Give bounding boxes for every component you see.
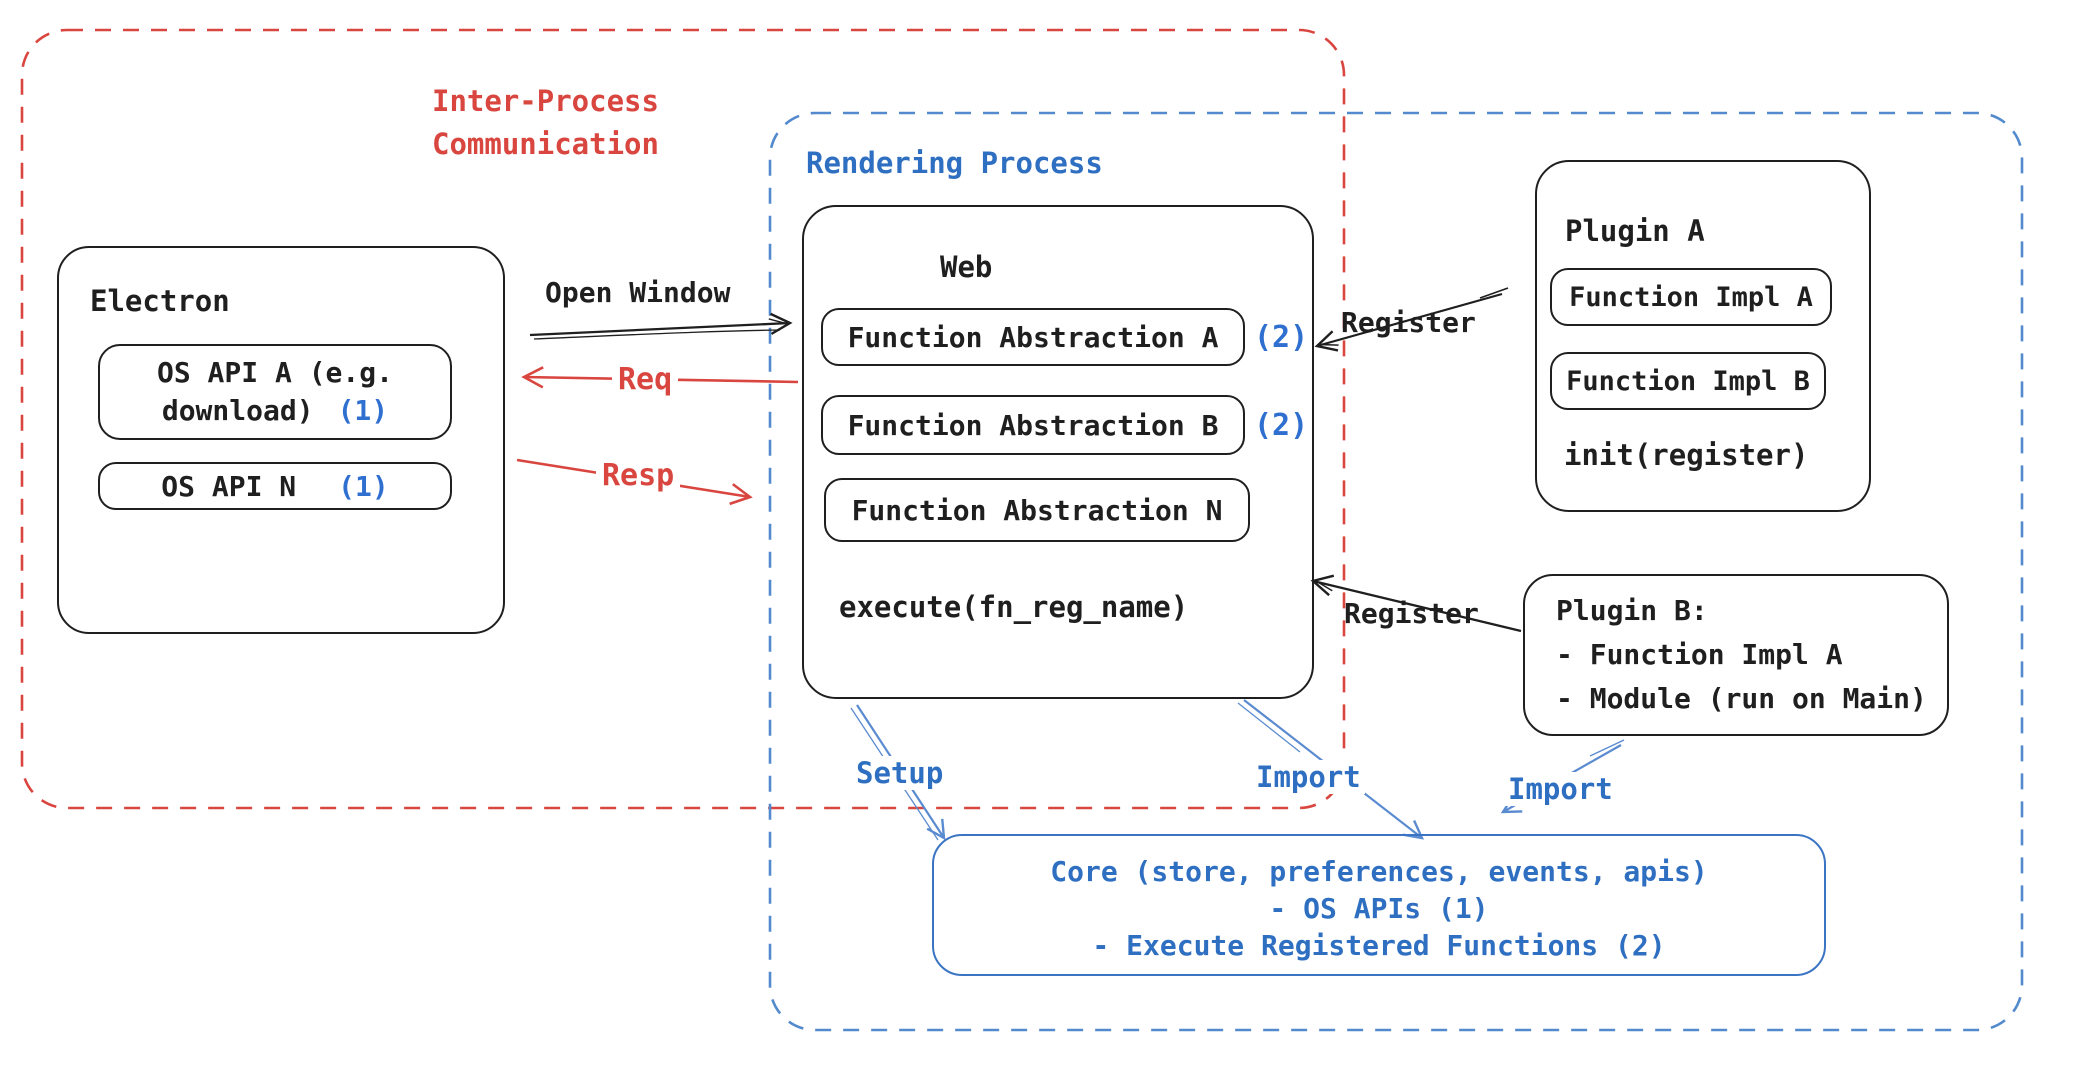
os-api-a-box: OS API A (e.g. download) (1) <box>98 344 452 440</box>
import-right-arrow-label: Import <box>1504 772 1617 806</box>
register-top-arrow <box>1314 292 1503 352</box>
core-box: Core (store, preferences, events, apis) … <box>932 834 1826 976</box>
function-abstraction-b-box: Function Abstraction B <box>821 395 1245 455</box>
open-window-arrow <box>529 312 793 337</box>
function-abstraction-b-badge: (2) <box>1254 408 1309 443</box>
import-mid-arrow-sketch-stroke <box>1237 702 1301 753</box>
web-title: Web <box>940 250 993 284</box>
function-impl-a-box: Function Impl A <box>1550 268 1832 326</box>
core-line2: - OS APIs (1) <box>1269 892 1489 925</box>
function-abstraction-a-badge: (2) <box>1254 320 1309 355</box>
plugin-b-item-function-impl-a: - Function Impl A <box>1556 638 1843 671</box>
core-line1: Core (store, preferences, events, apis) <box>1050 855 1708 888</box>
register-bottom-arrow-label: Register <box>1344 597 1479 630</box>
os-api-n-box: OS API N (1) <box>98 462 452 510</box>
plugin-b-item-module: - Module (run on Main) <box>1556 682 1927 715</box>
setup-arrow-label: Setup <box>852 756 948 790</box>
ipc-region-boundary <box>20 28 1346 810</box>
register-top-arrow-label: Register <box>1341 306 1476 339</box>
os-api-a-label-line2: download) (1) <box>162 392 388 430</box>
electron-title: Electron <box>90 284 230 318</box>
open-window-arrow-label: Open Window <box>545 276 731 309</box>
function-impl-b-box: Function Impl B <box>1550 352 1826 410</box>
plugin-b-box <box>1523 574 1949 736</box>
ipc-region-label-line1: Inter-Process <box>432 84 659 118</box>
function-impl-b-label: Function Impl B <box>1566 365 1810 397</box>
function-abstraction-a-label: Function Abstraction A <box>847 320 1219 354</box>
web-box <box>802 205 1314 699</box>
function-abstraction-a-box: Function Abstraction A <box>821 308 1245 366</box>
register-bottom-arrow <box>1310 574 1522 633</box>
os-api-a-label-download: download) <box>161 394 314 427</box>
init-register-label: init(register) <box>1564 438 1809 472</box>
open-window-arrow-sketch-stroke <box>533 329 781 340</box>
req-arrow-label: Req <box>612 362 679 397</box>
rendering-region-label: Rendering Process <box>806 146 1103 180</box>
function-abstraction-n-label: Function Abstraction N <box>851 493 1223 527</box>
register-top-arrow-tail-tick <box>1479 287 1509 299</box>
os-api-n-label: OS API N <box>161 469 297 503</box>
plugin-a-title: Plugin A <box>1565 214 1705 248</box>
plugin-a-box <box>1535 160 1871 512</box>
import-right-arrow-tail-tick <box>1589 739 1625 757</box>
function-abstraction-b-label: Function Abstraction B <box>847 408 1219 442</box>
resp-arrow-label: Resp <box>596 458 681 493</box>
electron-box <box>57 246 505 634</box>
function-impl-a-label: Function Impl A <box>1569 281 1813 313</box>
execute-fn-label: execute(fn_reg_name) <box>839 590 1189 624</box>
os-api-n-badge: (1) <box>338 469 389 503</box>
core-line3: - Execute Registered Functions (2) <box>1092 929 1666 962</box>
function-abstraction-n-box: Function Abstraction N <box>824 478 1250 542</box>
os-api-a-badge: (1) <box>337 394 389 427</box>
ipc-region-label-line2: Communication <box>432 127 659 161</box>
os-api-a-label-line1: OS API A (e.g. <box>156 356 393 389</box>
import-mid-arrow-label: Import <box>1252 760 1365 794</box>
plugin-b-title: Plugin B: <box>1556 594 1708 627</box>
